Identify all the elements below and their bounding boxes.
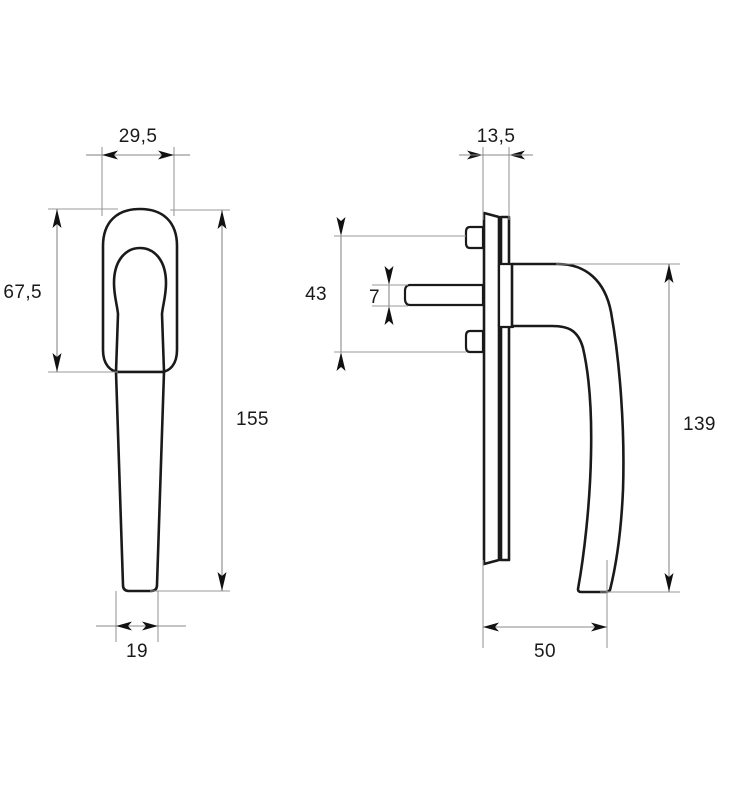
side-view-part-geometry — [403, 211, 625, 594]
arrow-bottom — [336, 352, 346, 371]
dimension-label-13-5: 13,5 — [477, 126, 516, 147]
dimension-139: 139 — [556, 263, 716, 593]
spindle-bar — [403, 283, 485, 307]
rosette-plate-body — [482, 211, 501, 566]
screw-head-upper — [464, 225, 485, 250]
front-view: 29,5 67,5 155 — [3, 126, 269, 662]
arrow-top — [384, 266, 394, 285]
dimension-50: 50 — [482, 560, 608, 662]
arrow-bottom — [52, 353, 62, 372]
dimension-13-5: 13,5 — [459, 126, 533, 220]
dimension-29-5: 29,5 — [86, 126, 190, 216]
arrow-bottom — [384, 306, 394, 325]
handle-shaft-outline — [114, 370, 166, 593]
dimension-label-139: 139 — [683, 414, 716, 435]
dimension-label-43: 43 — [305, 284, 327, 305]
arrow-left — [102, 150, 118, 160]
dimension-19: 19 — [96, 591, 186, 662]
side-view: 13,5 43 7 — [305, 126, 716, 662]
dimension-label-19: 19 — [126, 641, 148, 662]
arrow-right — [158, 150, 174, 160]
grip-neck-outline — [112, 246, 168, 374]
dimension-label-50: 50 — [534, 641, 556, 662]
arrow-bottom — [217, 572, 227, 591]
arrow-top — [664, 264, 674, 283]
arrow-top — [217, 210, 227, 229]
arrow-right — [591, 622, 607, 632]
dimension-label-7: 7 — [369, 287, 380, 308]
arrow-top — [336, 217, 346, 236]
arrow-bottom — [664, 573, 674, 592]
handle-lever-outline — [510, 262, 625, 594]
dimension-67-5: 67,5 — [3, 208, 118, 373]
arrow-right — [142, 621, 158, 631]
front-view-part-geometry — [101, 207, 179, 593]
arrow-left — [116, 621, 132, 631]
arrow-top — [52, 209, 62, 228]
dimension-7: 7 — [369, 266, 408, 325]
arrow-left — [483, 622, 499, 632]
screw-head-lower — [464, 329, 485, 354]
dimension-43: 43 — [305, 217, 466, 371]
dimension-label-29-5: 29,5 — [119, 126, 158, 147]
dimension-label-67-5: 67,5 — [3, 282, 42, 303]
dimension-label-155: 155 — [236, 409, 269, 430]
dimension-155: 155 — [150, 209, 269, 592]
